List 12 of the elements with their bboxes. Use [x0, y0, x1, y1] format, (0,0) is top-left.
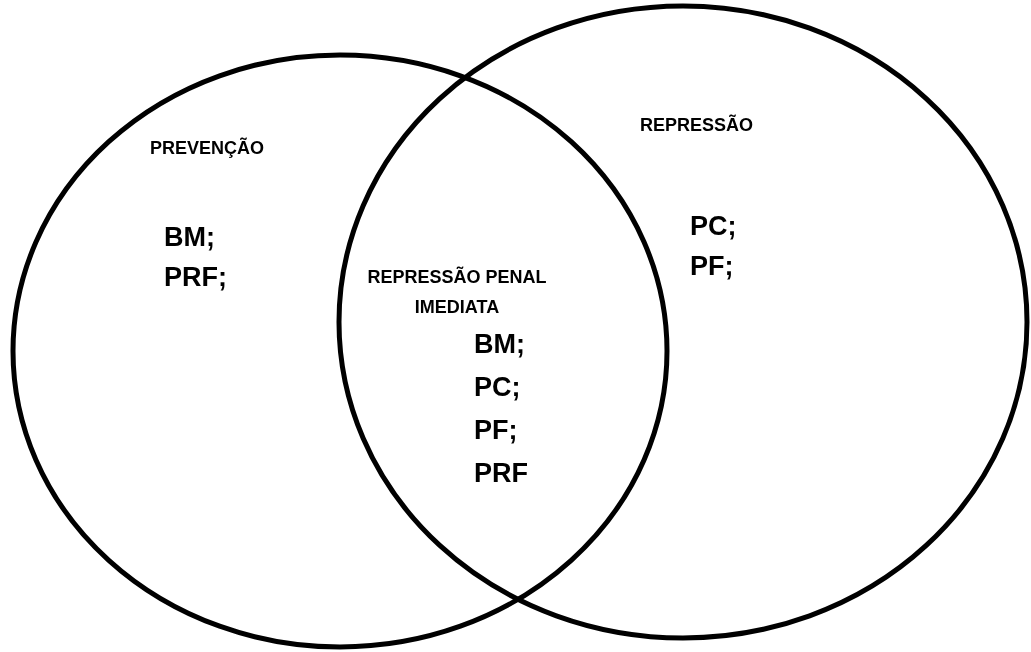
intersection-item: PRF — [474, 457, 528, 490]
intersection-heading: REPRESSÃO PENAL IMEDIATA — [366, 265, 548, 319]
set-item: PF; — [690, 251, 734, 282]
set-item: BM; — [164, 222, 215, 253]
venn-circle — [336, 3, 1030, 641]
set-heading: PREVENÇÃO — [150, 138, 265, 159]
set-item: PRF; — [164, 262, 227, 293]
intersection-item: PF; — [474, 414, 519, 447]
set-item: PC; — [690, 211, 737, 242]
intersection-item: PC; — [474, 371, 522, 404]
set-heading: REPRESSÃO — [640, 115, 754, 136]
intersection-item: BM; — [474, 328, 526, 361]
